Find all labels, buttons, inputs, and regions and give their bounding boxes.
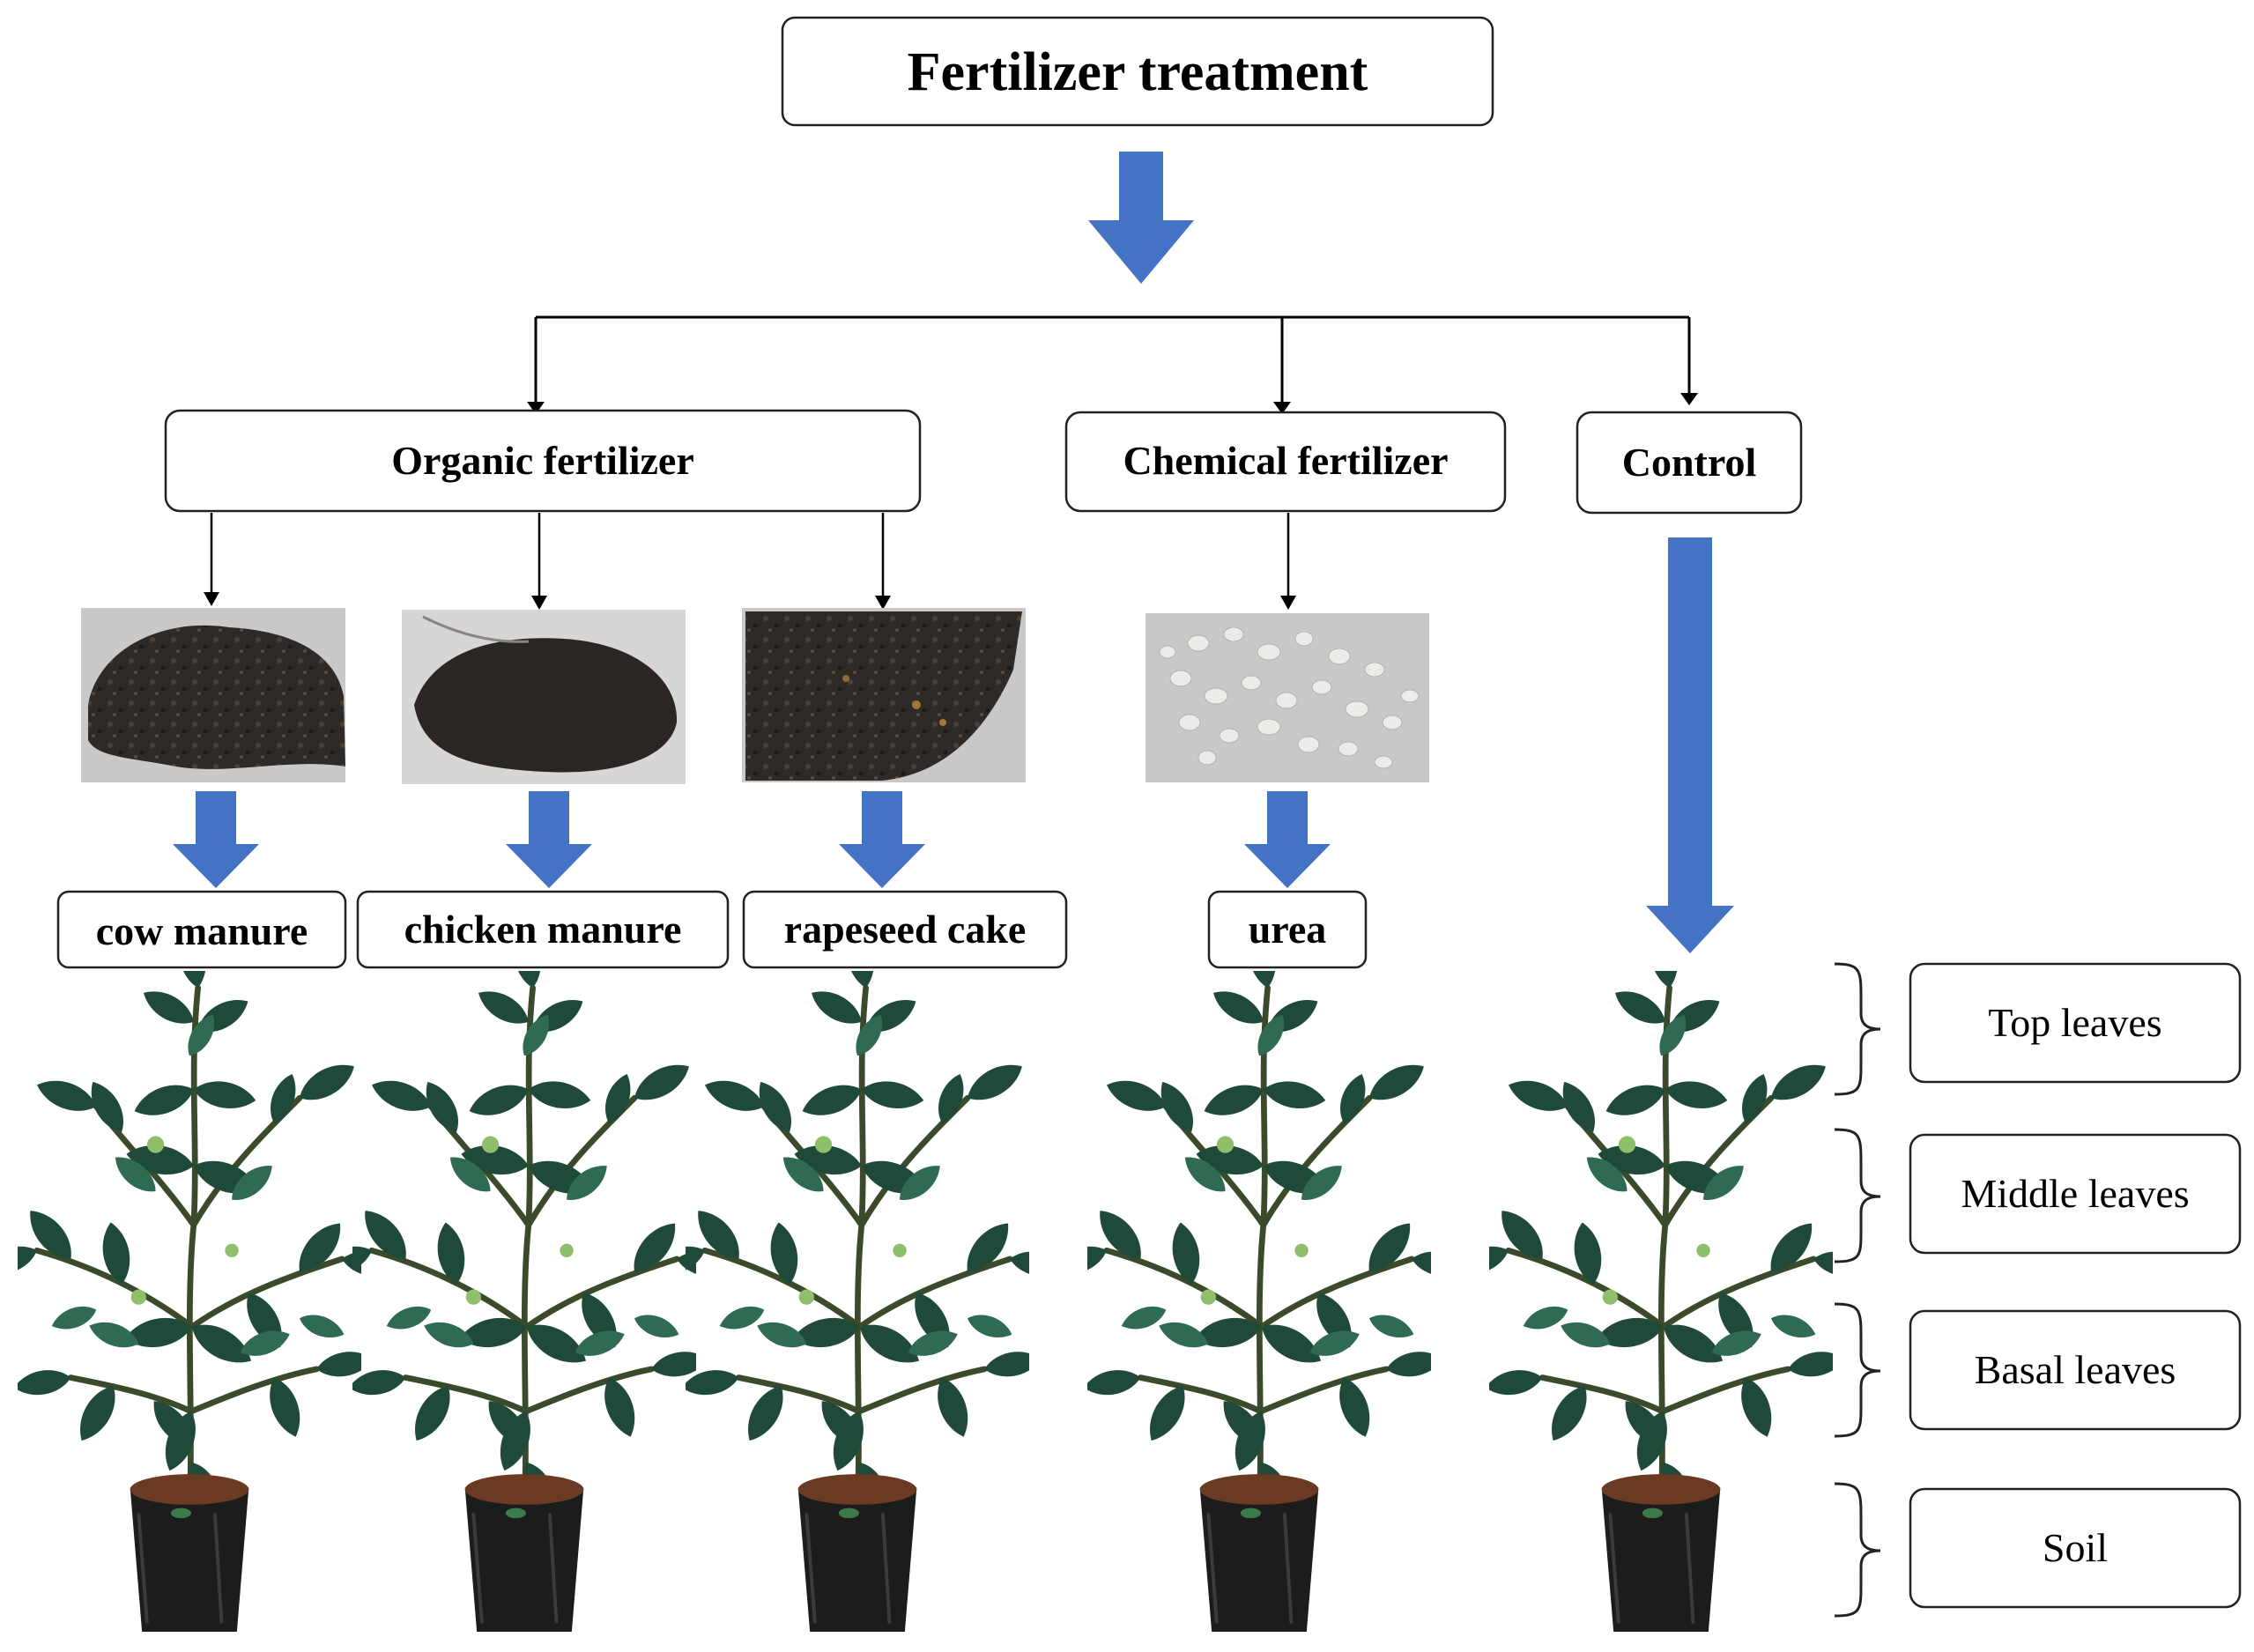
sub-arrowheads xyxy=(204,592,1296,610)
part-soil: Soil xyxy=(1909,1487,2242,1609)
photo-urea xyxy=(1146,613,1429,782)
brackets xyxy=(1834,962,1881,1618)
top-leaves-label: Top leaves xyxy=(1988,1000,2161,1045)
arrow-chicken-manure xyxy=(506,791,592,888)
arrow-rapeseed-cake xyxy=(839,791,925,888)
bracket-middle xyxy=(1834,1128,1881,1263)
plant-cow-manure xyxy=(0,923,401,1632)
basal-leaves-label: Basal leaves xyxy=(1975,1347,2176,1392)
photo-rapeseed-cake xyxy=(742,608,1026,782)
arrow-urea xyxy=(1244,791,1331,888)
control-arrow xyxy=(1646,537,1734,953)
part-top-leaves: Top leaves xyxy=(1909,962,2242,1084)
treatment-cow-manure: cow manure xyxy=(56,890,347,969)
part-basal-leaves: Basal leaves xyxy=(1909,1309,2242,1431)
treatment-urea: urea xyxy=(1207,890,1368,969)
category-control: Control xyxy=(1576,411,1803,515)
bracket-soil xyxy=(1834,1482,1881,1618)
plant-urea xyxy=(1049,923,1471,1632)
rapeseed-cake-label: rapeseed cake xyxy=(784,907,1027,952)
middle-leaves-label: Middle leaves xyxy=(1961,1171,2189,1216)
cow-manure-label: cow manure xyxy=(96,908,308,953)
arrow-cow-manure xyxy=(173,791,259,888)
branch-connectors xyxy=(534,315,1691,404)
plant-rapeseed-cake xyxy=(647,923,1069,1632)
treatment-rapeseed-cake: rapeseed cake xyxy=(742,890,1068,969)
bracket-basal xyxy=(1834,1302,1881,1438)
soil-label: Soil xyxy=(2043,1525,2108,1570)
branch-arrowheads xyxy=(527,393,1698,414)
bracket-top xyxy=(1834,962,1881,1096)
control-label: Control xyxy=(1622,440,1757,485)
plant-control xyxy=(1450,923,1872,1632)
photo-cow-manure xyxy=(81,608,345,782)
photo-arrows xyxy=(173,791,1331,888)
chemical-fertilizer-label: Chemical fertilizer xyxy=(1123,438,1448,483)
organic-fertilizer-label: Organic fertilizer xyxy=(391,438,694,483)
photo-chicken-manure xyxy=(402,610,686,784)
sub-connectors xyxy=(210,513,1290,596)
plant-chicken-manure xyxy=(314,923,736,1632)
urea-label: urea xyxy=(1249,907,1327,952)
treatment-chicken-manure: chicken manure xyxy=(356,890,730,969)
title-node: Fertilizer treatment xyxy=(781,16,1494,127)
title-arrow xyxy=(1088,152,1194,284)
category-chemical: Chemical fertilizer xyxy=(1064,411,1507,513)
chicken-manure-label: chicken manure xyxy=(404,907,682,952)
diagram-title: Fertilizer treatment xyxy=(908,42,1368,102)
part-middle-leaves: Middle leaves xyxy=(1909,1133,2242,1255)
category-organic: Organic fertilizer xyxy=(164,409,922,513)
